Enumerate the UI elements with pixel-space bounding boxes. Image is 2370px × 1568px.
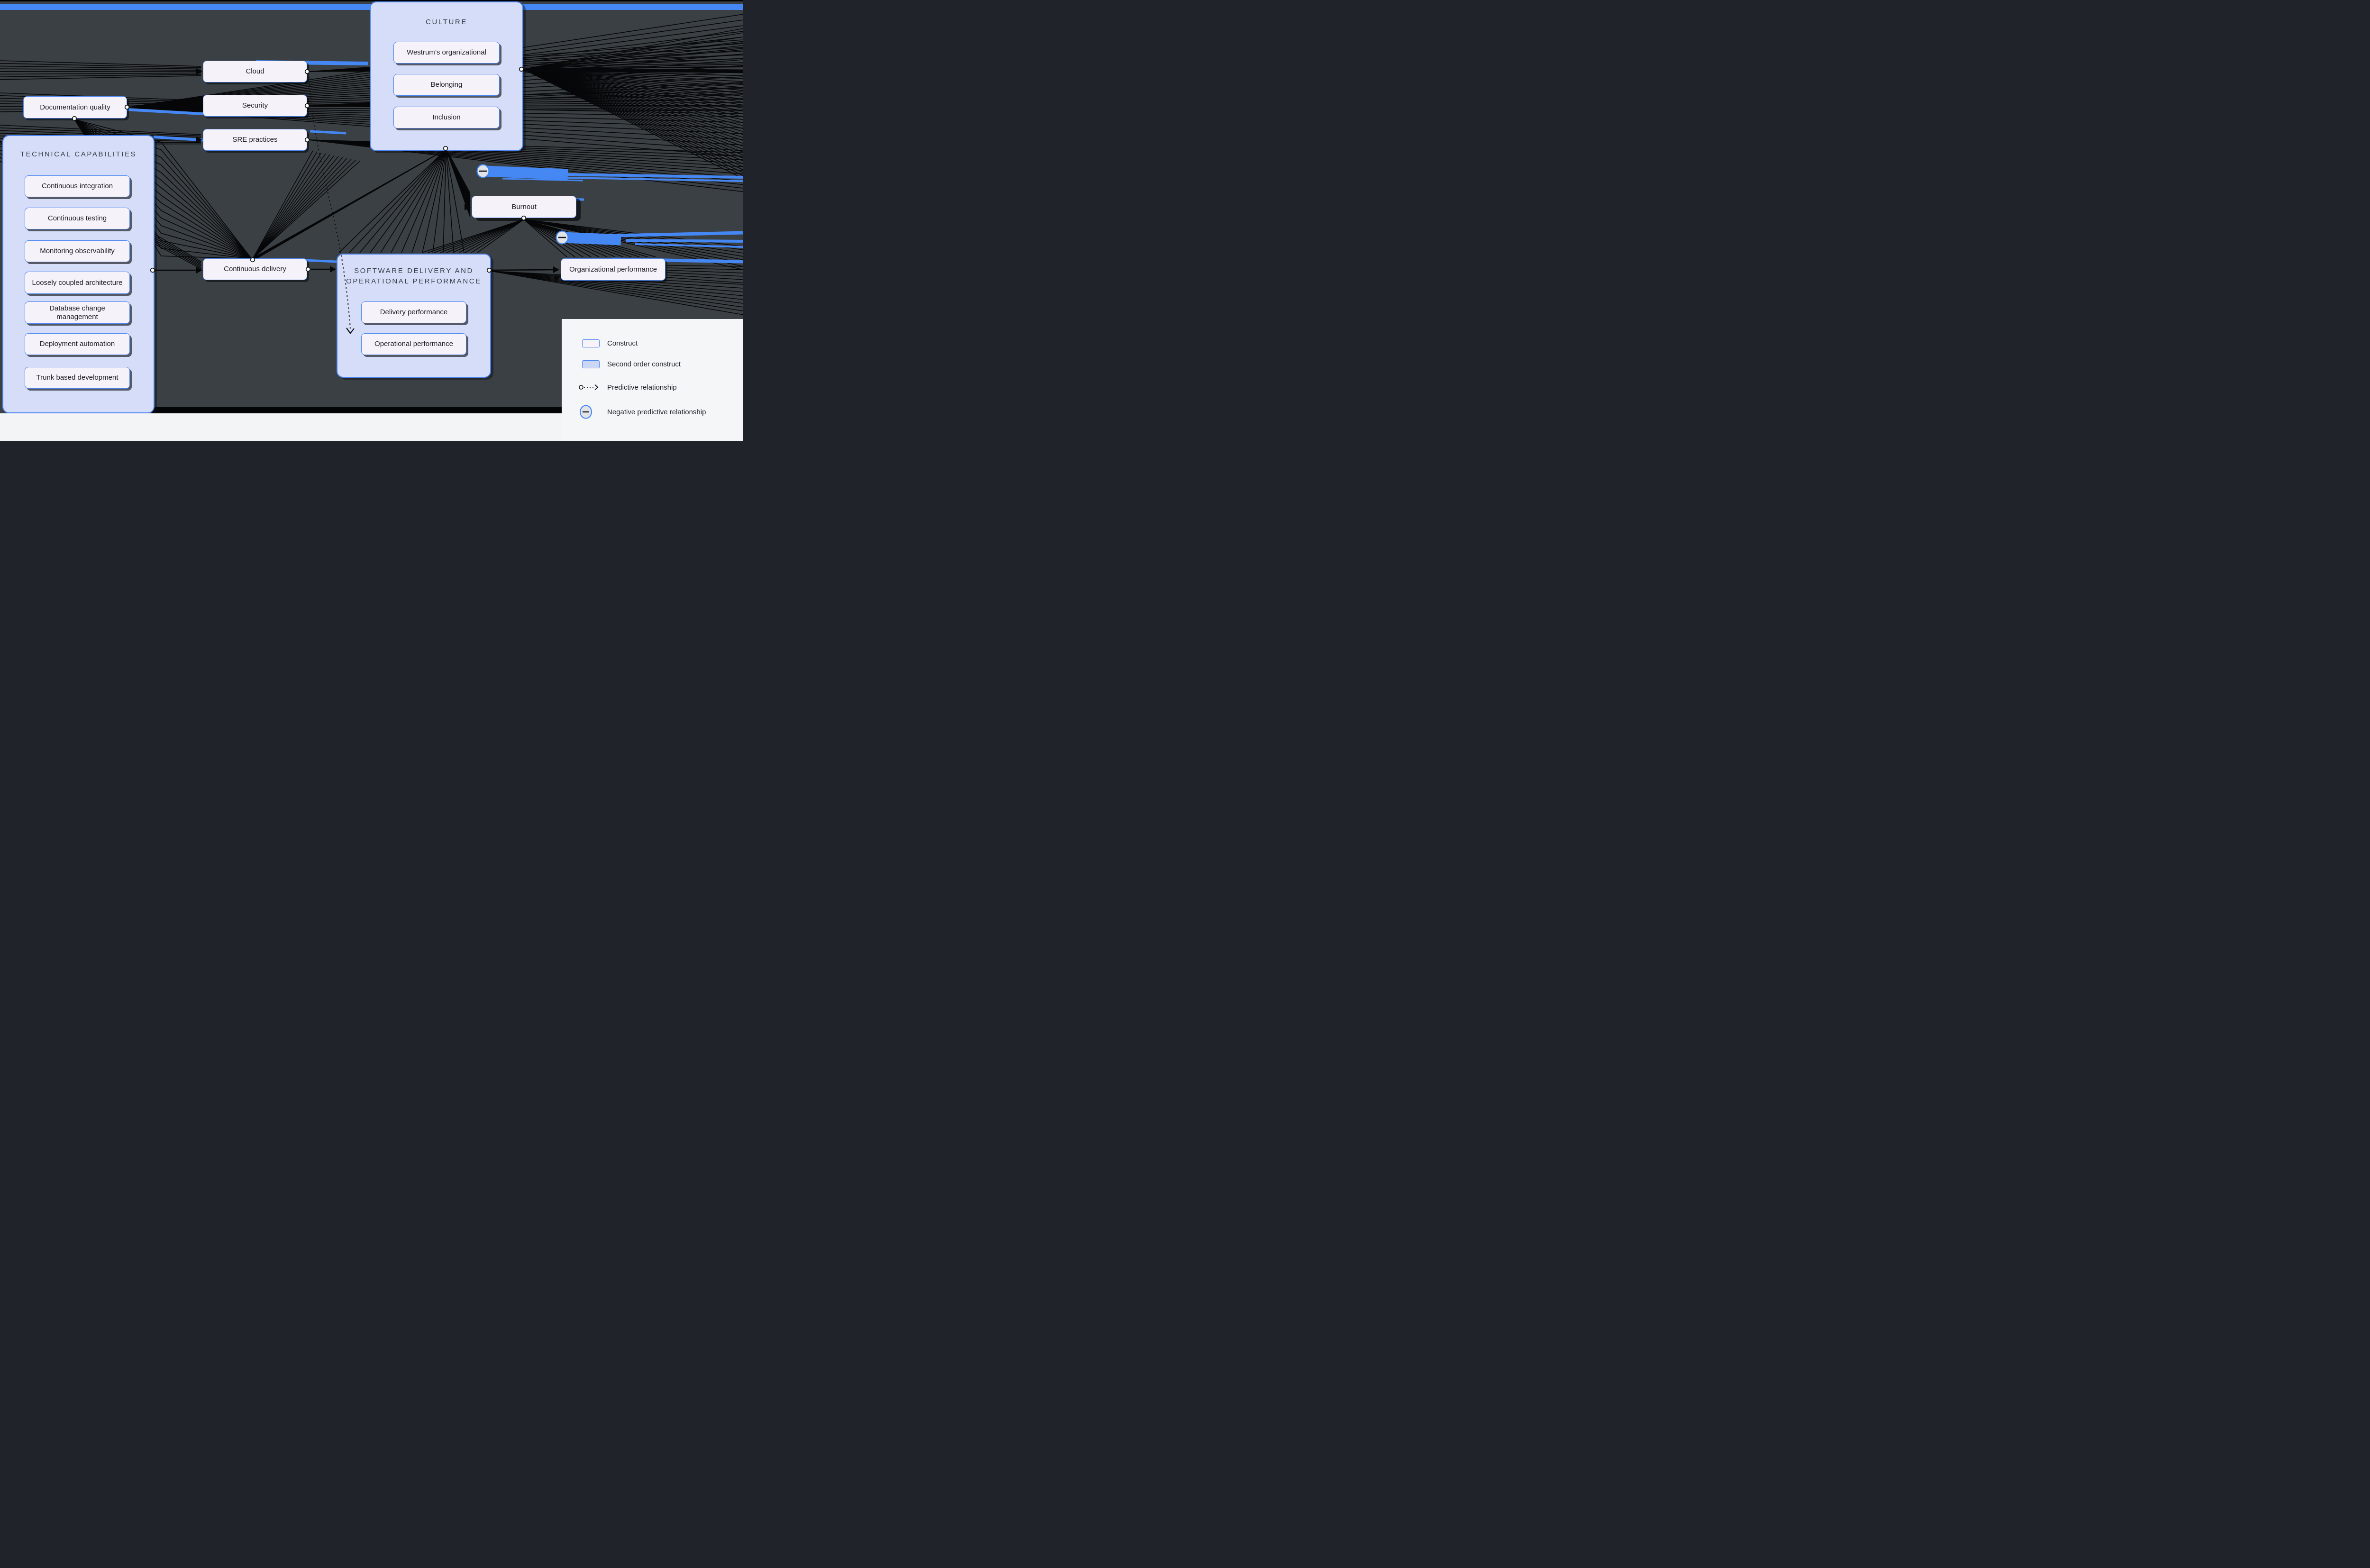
legend-label: Second order construct (607, 360, 681, 368)
legend-row-construct: Construct (568, 336, 638, 351)
node-trunk-based-development: Trunk based development (25, 367, 130, 389)
node-label: Monitoring observability (40, 247, 115, 255)
container-culture: CULTURE Westrum’s organizational Belongi… (370, 1, 523, 151)
node-security: Security (203, 95, 307, 117)
node-label: Operational performance (374, 340, 453, 348)
node-label: Cloud (246, 67, 264, 76)
node-label: Inclusion (432, 113, 461, 122)
legend-label: Negative predictive relationship (607, 408, 706, 416)
dora-model-diagram: Documentation quality TECHNICAL CAPABILI… (0, 0, 743, 441)
legend-label: Predictive relationship (607, 383, 677, 392)
node-label: Continuous delivery (224, 265, 286, 273)
node-sre-practices: SRE practices (203, 129, 307, 151)
node-label: Continuous integration (41, 182, 113, 191)
node-label: Security (242, 101, 268, 110)
node-documentation-quality: Documentation quality (23, 96, 127, 119)
node-label: Deployment automation (39, 340, 115, 348)
node-database-change-management: Database change management (25, 301, 130, 324)
container-technical-capabilities: TECHNICAL CAPABILITIES Continuous integr… (2, 135, 155, 413)
container-title: TECHNICAL CAPABILITIES (20, 150, 137, 158)
node-cloud: Cloud (203, 61, 307, 82)
node-belonging: Belonging (393, 74, 500, 96)
node-westrums-organizational: Westrum’s organizational (393, 42, 500, 64)
node-delivery-performance: Delivery performance (361, 301, 466, 323)
container-software-delivery-operational-performance: SOFTWARE DELIVERY AND OPERATIONAL PERFOR… (337, 254, 491, 378)
construct-swatch-icon (568, 339, 600, 347)
node-label: SRE practices (232, 136, 278, 144)
legend-row-negative: Negative predictive relationship (568, 402, 706, 421)
second-order-swatch-icon (568, 360, 600, 368)
node-continuous-integration: Continuous integration (25, 175, 130, 197)
node-inclusion: Inclusion (393, 107, 500, 128)
minus-icon (568, 404, 600, 420)
predictive-arrow-icon (568, 383, 600, 392)
legend-panel: Construct Second order construct Predict… (562, 319, 743, 441)
node-label: Trunk based development (36, 374, 118, 382)
node-monitoring-observability: Monitoring observability (25, 240, 130, 262)
node-label: Database change management (49, 304, 105, 321)
node-operational-performance: Operational performance (361, 333, 466, 355)
node-label: Belonging (430, 81, 463, 89)
node-label: Organizational performance (569, 265, 657, 273)
node-burnout: Burnout (472, 196, 576, 218)
node-deployment-automation: Deployment automation (25, 333, 130, 355)
legend-row-second-order: Second order construct (568, 356, 681, 372)
node-label: Delivery performance (380, 308, 448, 317)
container-title: SOFTWARE DELIVERY AND OPERATIONAL PERFOR… (346, 267, 482, 285)
node-label: Continuous testing (47, 214, 107, 223)
node-loosely-coupled-architecture: Loosely coupled architecture (25, 272, 130, 294)
legend-label: Construct (607, 339, 638, 347)
node-label: Loosely coupled architecture (32, 278, 123, 287)
node-organizational-performance: Organizational performance (561, 258, 665, 281)
node-continuous-delivery: Continuous delivery (203, 258, 307, 280)
node-label: Burnout (511, 202, 537, 211)
container-title: CULTURE (426, 18, 467, 26)
node-continuous-testing: Continuous testing (25, 208, 130, 229)
legend-row-predictive: Predictive relationship (568, 380, 677, 395)
node-label: Westrum’s organizational (407, 48, 486, 57)
node-label: Documentation quality (40, 103, 110, 111)
